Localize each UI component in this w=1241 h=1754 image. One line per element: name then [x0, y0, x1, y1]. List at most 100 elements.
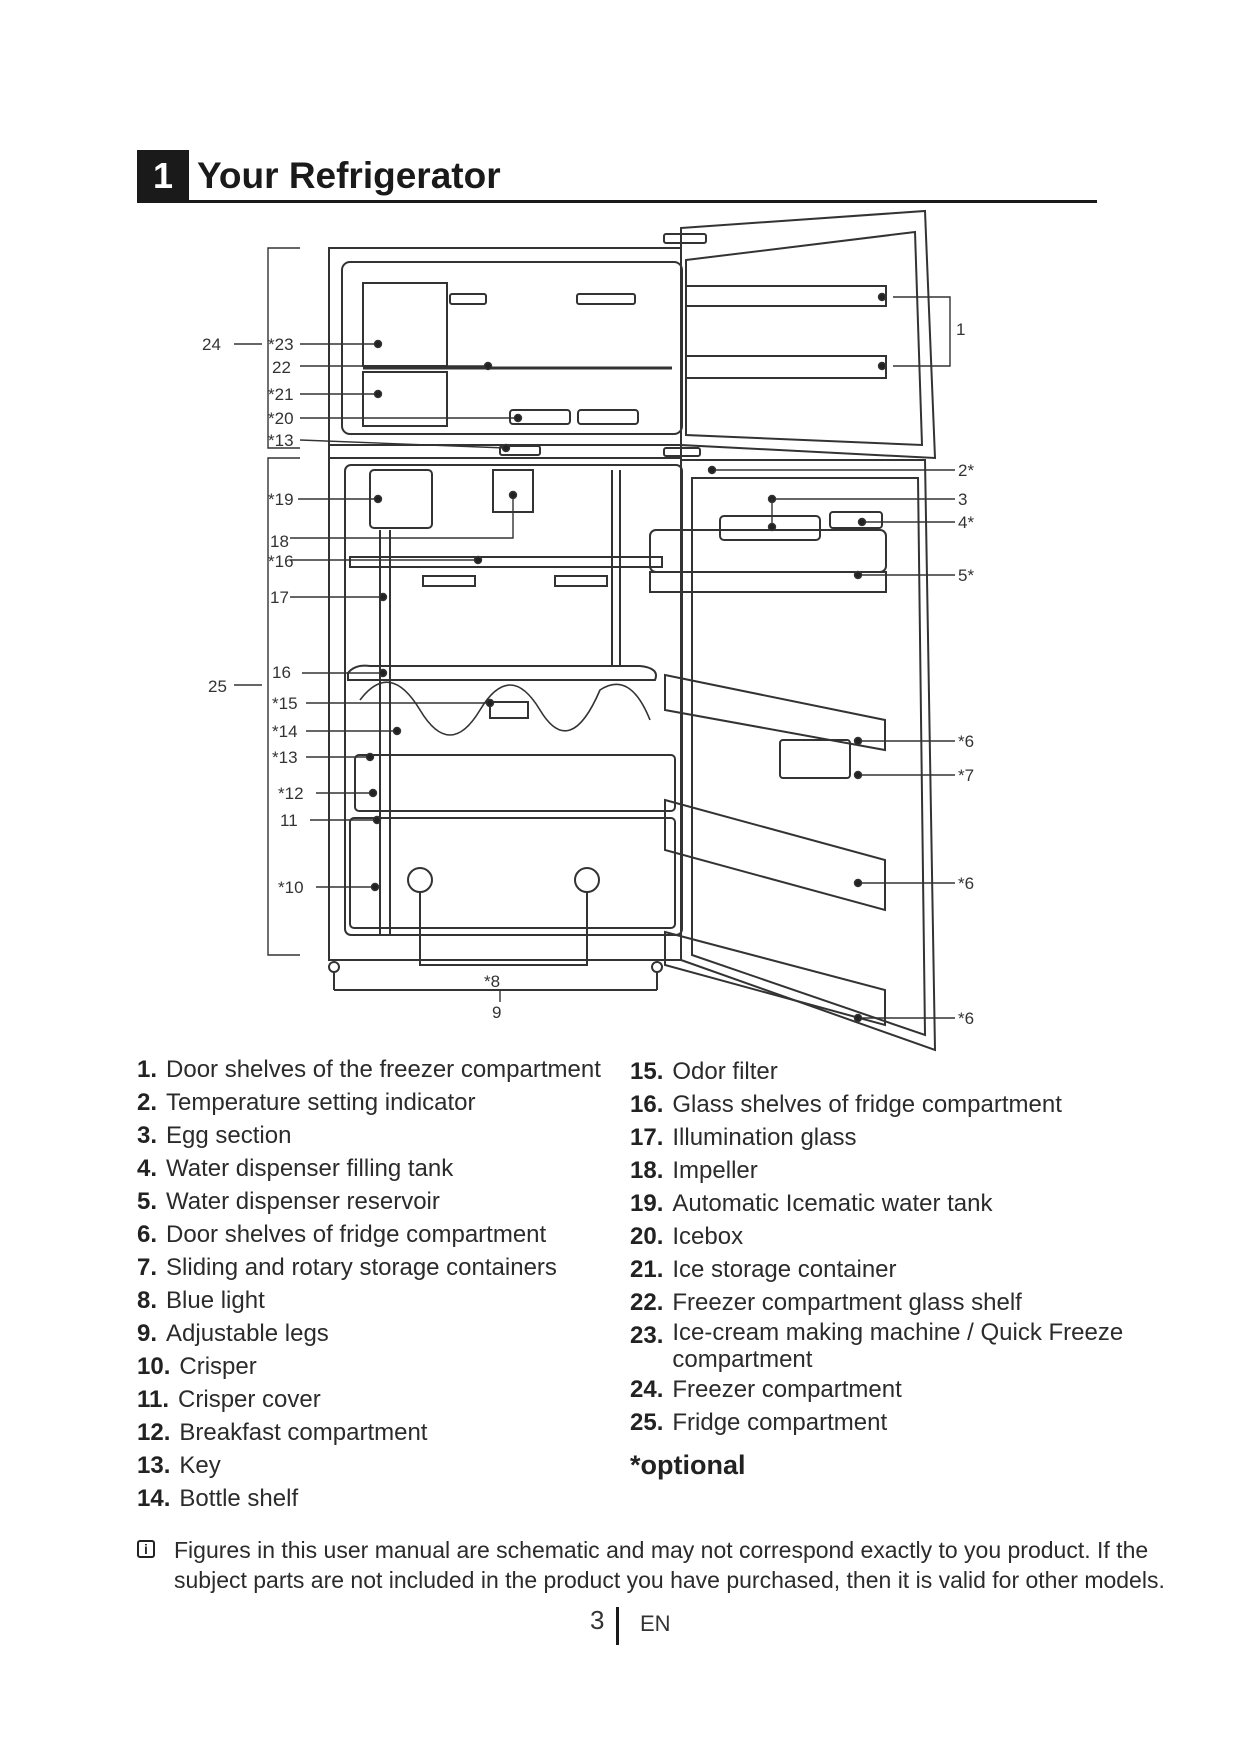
legend-item: 21. Ice storage container	[630, 1253, 1150, 1286]
legend-label: Freezer compartment glass shelf	[672, 1289, 1022, 1316]
icecream-machine	[362, 282, 448, 367]
vent-1	[449, 293, 487, 305]
label-6-lower: *6	[958, 1009, 974, 1028]
label-15: *15	[272, 694, 298, 713]
sliding-container	[779, 739, 851, 779]
blue-light-right	[574, 867, 600, 893]
legend-label: Odor filter	[672, 1058, 778, 1085]
legend-number: 25.	[630, 1409, 664, 1436]
diagram-labels: 24 *23 22 *21 *20 *13 *19 18 *16 17 25 1…	[202, 320, 974, 1028]
legend-label: Freezer compartment	[672, 1376, 902, 1403]
label-14: *14	[272, 722, 298, 741]
legend-item: 19.Automatic Icematic water tank	[630, 1187, 1150, 1220]
legend-item: 18. Impeller	[630, 1154, 1150, 1187]
legend-number: 11.	[137, 1386, 170, 1413]
label-2: 2*	[958, 461, 974, 480]
label-16-top: *16	[268, 552, 294, 571]
legend-number: 1.	[137, 1056, 158, 1083]
label-17: 17	[270, 588, 289, 607]
legend-number: 21.	[630, 1256, 664, 1283]
label-5: 5*	[958, 566, 974, 585]
legend-left: 1. Door shelves of the freezer compartmen…	[137, 1053, 637, 1515]
legend-item: 14.Bottle shelf	[137, 1482, 637, 1515]
legend-label: Breakfast compartment	[179, 1419, 428, 1446]
legend-number: 8.	[137, 1287, 158, 1314]
legend-label: Bottle shelf	[179, 1485, 299, 1512]
legend-item: 23.Ice-cream making machine / Quick Free…	[630, 1319, 1150, 1373]
label-7: *7	[958, 766, 974, 785]
chapter-number: 1	[137, 150, 189, 202]
label-25: 25	[208, 677, 227, 696]
label-3: 3	[958, 490, 967, 509]
legend-label: Crisper cover	[178, 1386, 321, 1413]
legend-number: 10.	[137, 1353, 171, 1380]
legend-item: 17.Illumination glass	[630, 1121, 1150, 1154]
control-panel	[499, 445, 541, 456]
label-24: 24	[202, 335, 221, 354]
legend-item: 1. Door shelves of the freezer compartmen…	[137, 1053, 637, 1086]
legend-number: 12.	[137, 1419, 171, 1446]
legend-number: 24.	[630, 1376, 664, 1403]
legend-number: 6.	[137, 1221, 158, 1248]
odor-filter	[489, 701, 529, 719]
blue-light-connector	[419, 892, 588, 966]
legend-label: Egg section	[166, 1122, 292, 1149]
water-dispenser-reservoir	[649, 529, 887, 573]
label-21: *21	[268, 385, 294, 404]
page-title: Your Refrigerator	[197, 155, 501, 196]
cabinet-outline	[328, 247, 682, 961]
legend-item: 3.Egg section	[137, 1119, 637, 1152]
legend-number: 22.	[630, 1289, 664, 1316]
icebox-left	[509, 409, 571, 425]
legend-item: 11. Crisper cover	[137, 1383, 637, 1416]
label-9: 9	[492, 1003, 501, 1022]
legend-label: Blue light	[166, 1287, 265, 1314]
label-22: 22	[272, 358, 291, 377]
label-1: 1	[956, 320, 965, 339]
blue-light-left	[407, 867, 433, 893]
legend-number: 18.	[630, 1157, 664, 1184]
legend-item: 7.Sliding and rotary storage containers	[137, 1251, 637, 1284]
legend-number: 17.	[630, 1124, 664, 1151]
footer-separator	[616, 1607, 619, 1645]
label-10: *10	[278, 878, 304, 897]
freezer-door-shelf-lower	[685, 355, 887, 379]
fridge-door-shelf-3	[664, 930, 886, 1027]
fridge-door-shelf-1	[664, 673, 886, 752]
legend-number: 16.	[630, 1091, 664, 1118]
vent-2	[576, 293, 636, 305]
optional-note: *optional	[630, 1450, 746, 1480]
legend-item: 13.Key	[137, 1449, 637, 1482]
label-8: *8	[484, 972, 500, 991]
legend-label: Ice storage container	[672, 1256, 897, 1283]
legend-label: Glass shelves of fridge compartment	[672, 1091, 1062, 1118]
legend-label: Water dispenser reservoir	[166, 1188, 440, 1215]
legend-label: Impeller	[672, 1157, 758, 1184]
fridge-door	[680, 459, 937, 1052]
door-dispenser	[649, 571, 887, 593]
legend-label: Door shelves of the freezer compartment	[166, 1056, 601, 1083]
legend-item: 10.Crisper	[137, 1350, 637, 1383]
legend-label: Adjustable legs	[166, 1320, 329, 1347]
page-number: 3	[590, 1605, 605, 1635]
freezer-door	[680, 209, 937, 460]
legend-item: 22. Freezer compartment glass shelf	[630, 1286, 1150, 1319]
label-23: *23	[268, 335, 294, 354]
label-6-upper: *6	[958, 732, 974, 751]
legend-label: Sliding and rotary storage containers	[166, 1254, 557, 1281]
legend-item: 15.Odor filter	[630, 1055, 1150, 1088]
legend-number: 9.	[137, 1320, 158, 1347]
ice-storage-container	[362, 371, 448, 427]
legend-number: 19.	[630, 1190, 664, 1217]
legend-label: Icebox	[672, 1223, 744, 1250]
legend-item: 9. Adjustable legs	[137, 1317, 637, 1350]
legend-item: 12. Breakfast compartment	[137, 1416, 637, 1449]
freezer-interior	[341, 261, 683, 435]
label-13-bottom: *13	[272, 748, 298, 767]
vent-3	[422, 575, 476, 587]
label-6-middle: *6	[958, 874, 974, 893]
legend-label: Fridge compartment	[672, 1409, 888, 1436]
label-20: *20	[268, 409, 294, 428]
leg-right	[651, 961, 663, 973]
label-12: *12	[278, 784, 304, 803]
